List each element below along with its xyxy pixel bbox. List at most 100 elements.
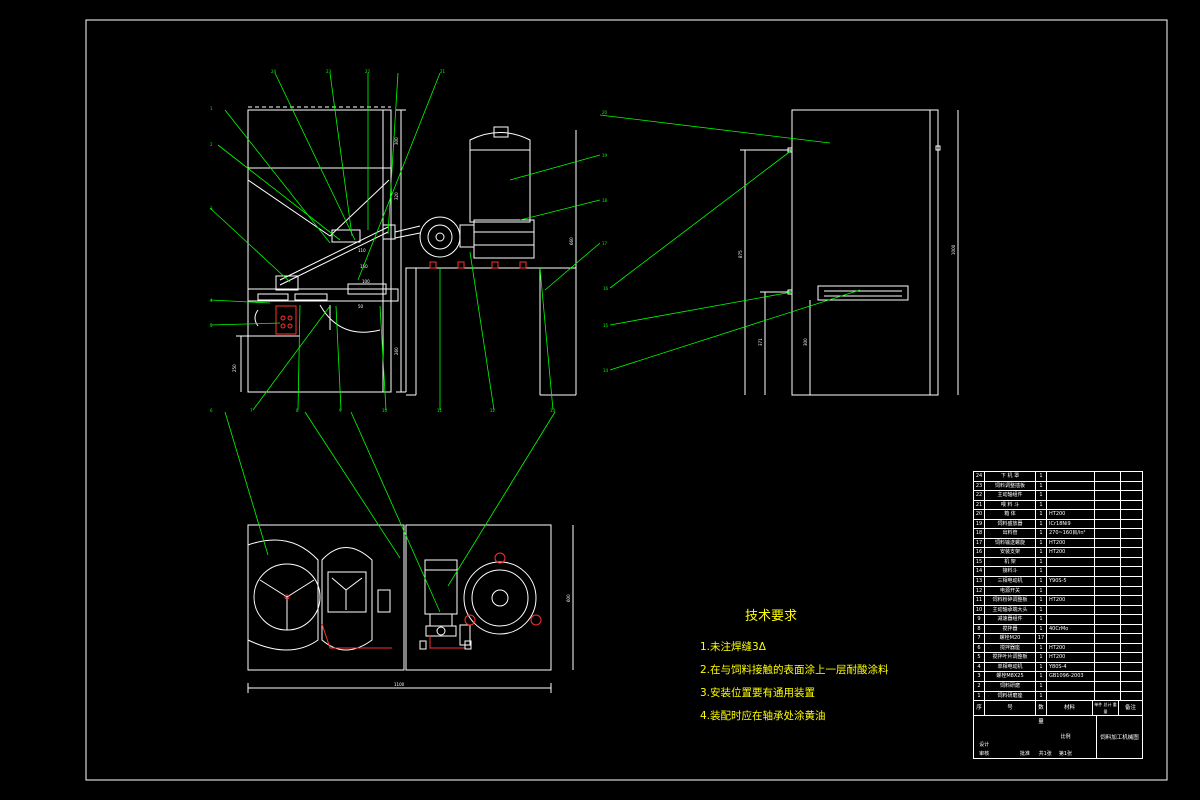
parts-cell-remark: [1121, 634, 1142, 643]
parts-cell-name: 电源开关: [985, 586, 1036, 596]
svg-text:2: 2: [210, 142, 213, 147]
parts-cell-qty: 1: [1036, 491, 1047, 500]
parts-cell-material: Y80S-4: [1047, 662, 1095, 672]
parts-cell-weight: [1095, 662, 1121, 672]
parts-cell-material: ICr18Ni9: [1047, 519, 1095, 529]
parts-cell-remark: [1121, 663, 1142, 672]
parts-header: 序 号 数量 材料 单件 总计 重量 备注: [974, 700, 1142, 725]
parts-cell-qty: 1: [1036, 519, 1047, 529]
parts-cell-name: 接料斗: [985, 567, 1036, 577]
parts-cell-name: 螺栓M8X25: [985, 672, 1036, 682]
parts-cell-remark: [1121, 482, 1142, 491]
parts-cell-no: 8: [974, 624, 985, 634]
svg-text:300: 300: [394, 137, 399, 145]
svg-text:3: 3: [210, 206, 213, 211]
svg-text:12: 12: [490, 408, 496, 413]
parts-cell-no: 17: [974, 538, 985, 548]
svg-text:17: 17: [602, 241, 608, 246]
parts-cell-material: [1047, 472, 1095, 481]
parts-cell-weight: [1095, 567, 1121, 577]
parts-cell-name: 饲料研磨座: [985, 691, 1036, 701]
parts-cell-remark: [1121, 625, 1142, 634]
parts-cell-material: 270~160目/in²: [1047, 529, 1095, 538]
tech-item-4: 4.装配时应在轴承处涂黄油: [700, 710, 826, 722]
parts-cell-material: GB1096-2003: [1047, 672, 1095, 682]
parts-cell-no: 3: [974, 672, 985, 682]
parts-cell-no: 20: [974, 510, 985, 519]
parts-cell-remark: [1121, 567, 1142, 576]
parts-cell-no: 2: [974, 682, 985, 691]
parts-cell-weight: [1095, 481, 1121, 491]
parts-cell-qty: 1: [1036, 529, 1047, 538]
header-weight: 单件 总计 重量: [1093, 701, 1119, 716]
scale-label: 比例: [1060, 733, 1071, 740]
svg-text:20: 20: [602, 110, 608, 115]
parts-cell-material: [1047, 557, 1095, 567]
parts-cell-material: HT200: [1047, 510, 1095, 519]
tech-item-3: 3.安装位置要有通用装置: [700, 687, 816, 699]
drawing-name: 饲料加工机械图: [1100, 735, 1139, 742]
parts-cell-qty: 17: [1036, 634, 1047, 643]
parts-cell-weight: [1095, 491, 1121, 500]
parts-cell-name: 三相电动机: [985, 577, 1036, 586]
parts-cell-name: 饲料研磨: [985, 682, 1036, 691]
parts-cell-material: [1047, 586, 1095, 596]
parts-cell-no: 7: [974, 634, 985, 643]
parts-cell-no: 4: [974, 662, 985, 672]
parts-cell-no: 1: [974, 691, 985, 701]
parts-cell-weight: [1095, 510, 1121, 519]
svg-text:875: 875: [738, 250, 743, 258]
parts-cell-material: [1047, 634, 1095, 643]
title-block: 设计 审核 批准 比例 共1张 第1张 饲料加工机械图: [974, 715, 1142, 759]
parts-cell-qty: 1: [1036, 605, 1047, 615]
front-view-leaders: 1 2 3 4 5 24 23 22 21 7 8 9 10 11 12 13 …: [209, 69, 608, 413]
parts-cell-remark: [1121, 653, 1142, 662]
parts-cell-remark: [1121, 472, 1142, 481]
parts-cell-name: 搅拌叶片调整板: [985, 653, 1036, 662]
svg-text:23: 23: [326, 69, 332, 74]
parts-cell-remark: [1121, 491, 1142, 500]
parts-cell-qty: 1: [1036, 643, 1047, 653]
parts-cell-name: 减速器组件: [985, 615, 1036, 624]
parts-cell-no: 21: [974, 500, 985, 510]
svg-text:13: 13: [550, 408, 556, 413]
svg-text:100: 100: [362, 279, 370, 284]
header-code: 号: [985, 701, 1036, 716]
parts-cell-material: [1047, 691, 1095, 701]
parts-cell-remark: [1121, 606, 1142, 615]
parts-cell-no: 22: [974, 491, 985, 500]
svg-text:19: 19: [602, 153, 608, 158]
parts-cell-weight: [1095, 596, 1121, 605]
parts-cell-weight: [1095, 586, 1121, 596]
parts-cell-qty: 1: [1036, 653, 1047, 662]
parts-cell-qty: 1: [1036, 500, 1047, 510]
parts-cell-name: 饲料粉碎调整板: [985, 596, 1036, 605]
svg-text:5: 5: [210, 323, 213, 328]
parts-cell-weight: [1095, 538, 1121, 548]
svg-text:8: 8: [296, 408, 299, 413]
svg-text:260: 260: [394, 347, 399, 355]
parts-cell-weight: [1095, 605, 1121, 615]
parts-cell-material: HT200: [1047, 653, 1095, 662]
parts-cell-qty: 1: [1036, 596, 1047, 605]
parts-cell-weight: [1095, 548, 1121, 557]
parts-cell-qty: 1: [1036, 672, 1047, 682]
parts-cell-remark: [1121, 692, 1142, 701]
front-view: 250 300 320 260 110 150 100 50: [232, 106, 577, 396]
parts-cell-material: [1047, 615, 1095, 624]
parts-cell-remark: [1121, 501, 1142, 510]
parts-cell-material: HT200: [1047, 596, 1095, 605]
parts-cell-no: 24: [974, 472, 985, 481]
svg-text:15: 15: [603, 323, 609, 328]
parts-cell-remark: [1121, 587, 1142, 596]
